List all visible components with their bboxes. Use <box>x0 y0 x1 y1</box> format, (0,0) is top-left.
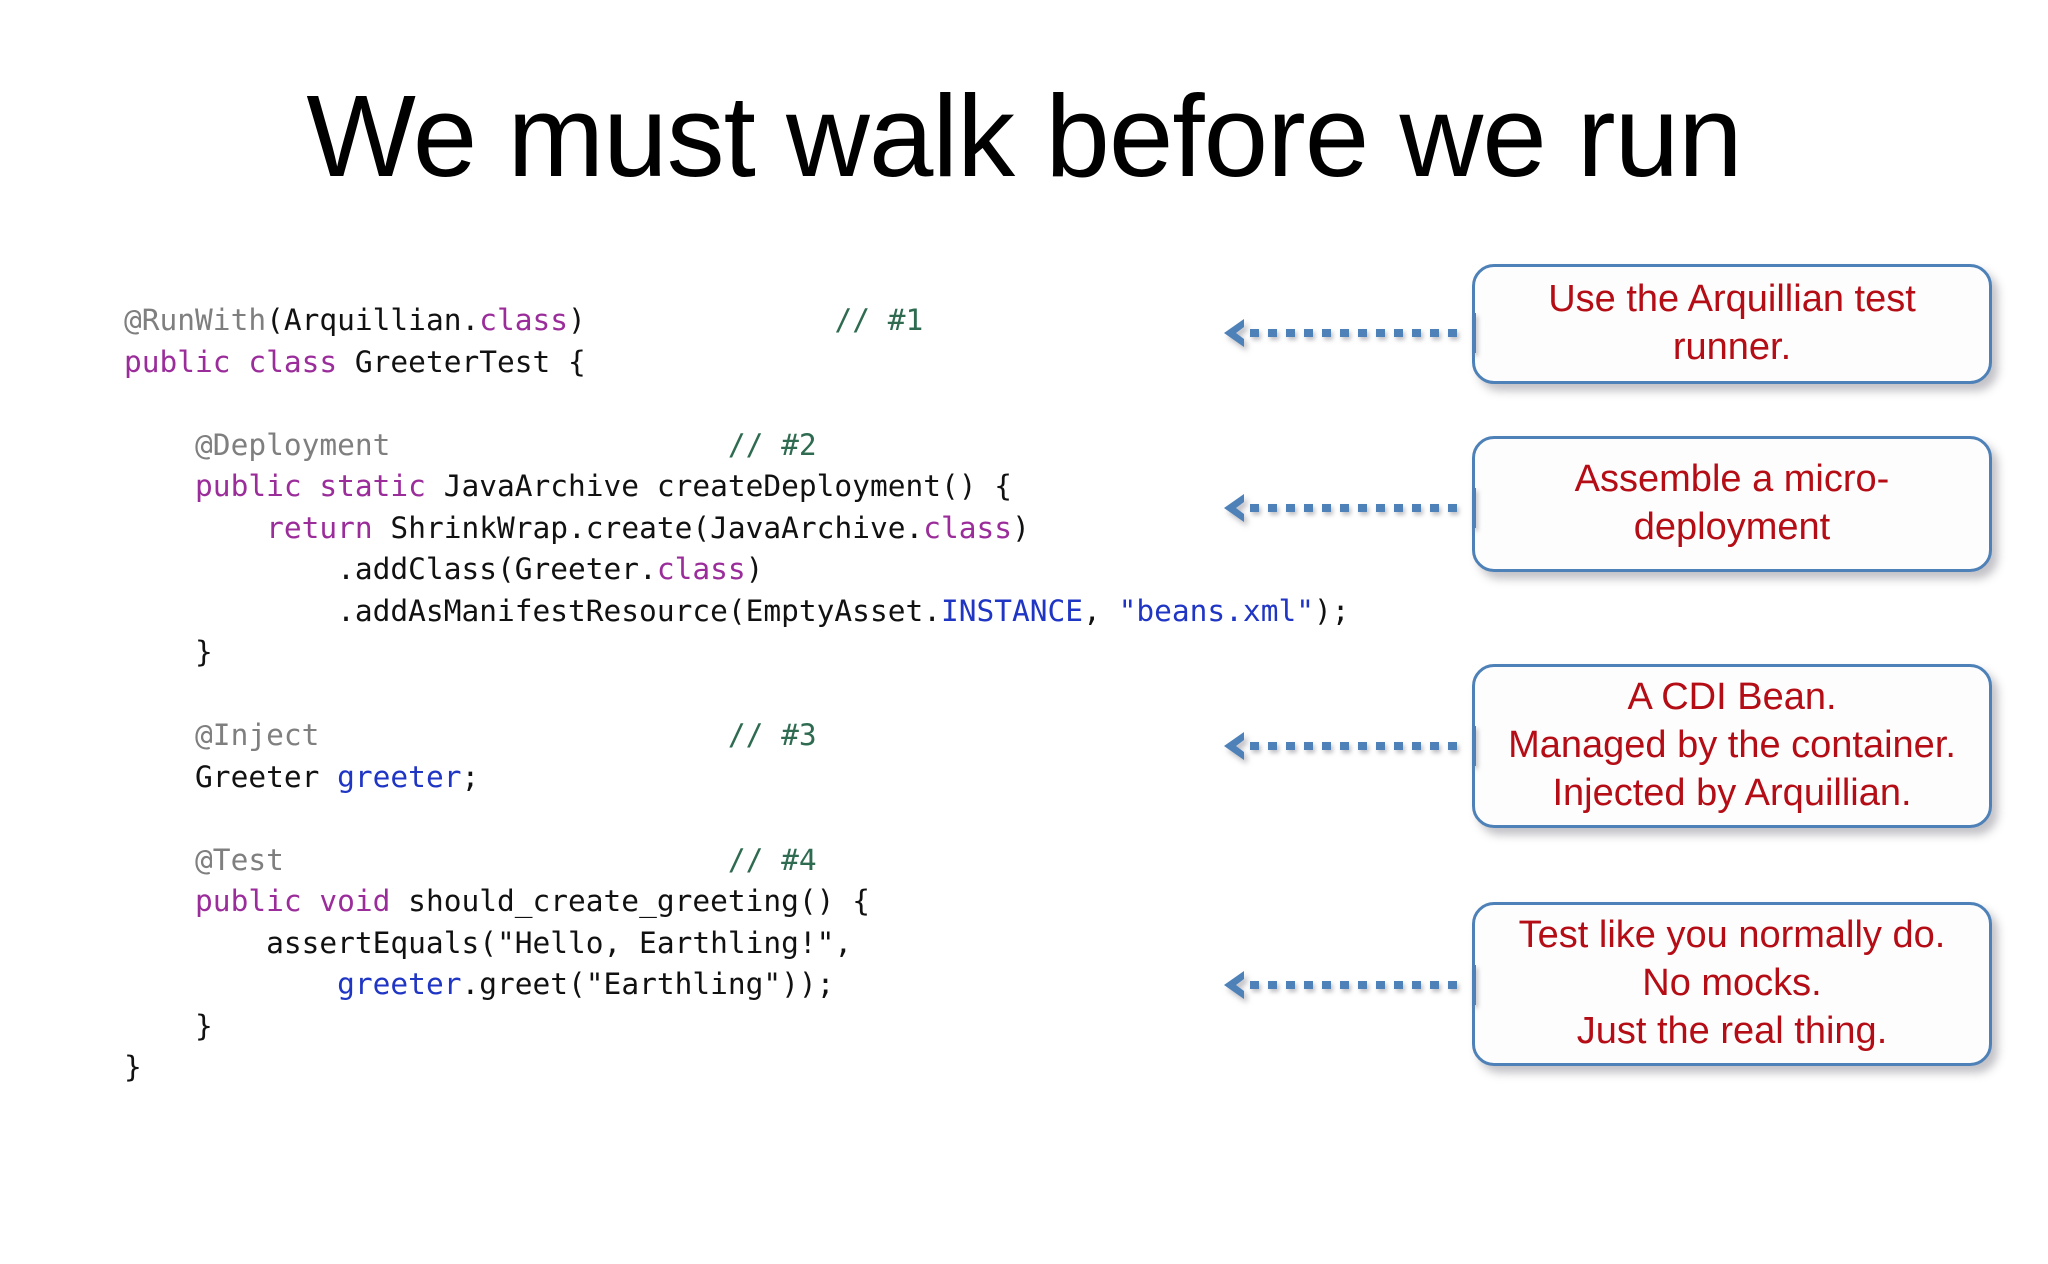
connector-stub <box>1472 488 1476 528</box>
code-line <box>124 674 1350 716</box>
arrow-to-line-1 <box>1222 313 1476 353</box>
code-token-cmt: // #1 <box>834 303 924 337</box>
code-token-plain: JavaArchive createDeployment() { <box>425 469 1013 503</box>
code-token-plain: .addClass(Greeter. <box>124 552 657 586</box>
callout-test-runner: Use the Arquillian test runner. <box>1472 264 1992 384</box>
code-token-plain: (Arquillian. <box>266 303 480 337</box>
arrowhead-left-icon <box>1222 315 1258 351</box>
code-token-plain <box>124 511 266 545</box>
code-line: } <box>124 632 1350 674</box>
code-line: Greeter greeter; <box>124 757 1350 799</box>
code-token-plain <box>124 718 195 752</box>
code-token-plain <box>124 967 337 1001</box>
code-line: return ShrinkWrap.create(JavaArchive.cla… <box>124 508 1350 550</box>
dotted-line <box>1250 981 1466 989</box>
callout-cdi-bean: A CDI Bean.Managed by the container.Inje… <box>1472 664 1992 828</box>
arrow-to-line-5 <box>1222 488 1476 528</box>
code-line <box>124 798 1350 840</box>
dotted-line <box>1250 329 1466 337</box>
code-line: public static JavaArchive createDeployme… <box>124 466 1350 508</box>
connector-stub <box>1472 965 1476 1005</box>
code-token-kw: class <box>923 510 1013 545</box>
code-token-kw: public class <box>124 344 338 379</box>
connector-stub <box>1472 313 1476 353</box>
arrowhead-left-icon <box>1222 967 1258 1003</box>
code-token-plain <box>319 718 728 752</box>
code-line: greeter.greet("Earthling")); <box>124 964 1350 1006</box>
code-line: public class GreeterTest { <box>124 342 1350 384</box>
arrowhead-left-icon <box>1222 728 1258 764</box>
code-token-plain <box>124 843 195 877</box>
arrow-to-line-11 <box>1222 726 1476 766</box>
code-token-plain: , <box>1083 593 1119 628</box>
code-token-plain: Greeter <box>124 759 338 794</box>
code-token-id: INSTANCE <box>940 593 1084 628</box>
code-token-str: "beans.xml" <box>1118 593 1314 628</box>
code-token-plain <box>124 884 195 918</box>
code-line: @Test // #4 <box>124 840 1350 882</box>
code-line: @RunWith(Arquillian.class) // #1 <box>124 300 1350 342</box>
code-token-plain: ) <box>568 303 586 337</box>
arrowhead-left-icon <box>1222 490 1258 526</box>
code-token-plain <box>586 303 835 337</box>
callout-text: A CDI Bean.Managed by the container.Inje… <box>1508 676 1956 814</box>
code-line: .addAsManifestResource(EmptyAsset.INSTAN… <box>124 591 1350 633</box>
code-token-kw: class <box>479 303 569 337</box>
code-token-cmt: // #3 <box>727 718 817 752</box>
code-token-ann: @RunWith <box>124 303 267 337</box>
code-token-plain <box>124 428 195 462</box>
code-line: .addClass(Greeter.class) <box>124 549 1350 591</box>
callout-text: Assemble a micro-deployment <box>1574 458 1890 548</box>
code-line: } <box>124 1006 1350 1048</box>
code-token-plain: } <box>124 1050 142 1084</box>
code-token-id: greeter <box>337 967 462 1001</box>
callout-real-testing: Test like you normally do.No mocks.Just … <box>1472 902 1992 1066</box>
code-token-ann: @Test <box>195 842 284 877</box>
code-token-plain: .addAsManifestResource(EmptyAsset. <box>124 593 941 628</box>
code-token-plain <box>284 843 728 877</box>
dotted-line <box>1250 504 1466 512</box>
code-line: public void should_create_greeting() { <box>124 881 1350 923</box>
code-token-plain: ) <box>745 552 764 586</box>
code-line: @Deployment // #2 <box>124 425 1350 467</box>
dotted-line <box>1250 742 1466 750</box>
code-token-plain: ) <box>1012 510 1030 545</box>
code-token-kw: public void <box>195 884 391 918</box>
code-line: @Inject // #3 <box>124 715 1350 757</box>
code-line: assertEquals("Hello, Earthling!", <box>124 923 1350 965</box>
code-line: } <box>124 1047 1350 1089</box>
code-line <box>124 383 1350 425</box>
code-token-plain: ShrinkWrap.create(JavaArchive. <box>372 510 924 545</box>
code-token-ann: @Deployment <box>195 427 391 462</box>
callout-text: Test like you normally do.No mocks.Just … <box>1518 914 1946 1052</box>
code-token-plain: assertEquals("Hello, Earthling!", <box>124 925 853 960</box>
code-token-plain <box>124 469 195 503</box>
code-token-plain: should_create_greeting() { <box>390 884 870 918</box>
code-token-plain: } <box>124 635 213 669</box>
code-token-plain: ); <box>1313 593 1350 628</box>
connector-stub <box>1472 726 1476 766</box>
code-token-ann: @Inject <box>195 718 320 752</box>
code-token-plain: GreeterTest { <box>337 344 586 379</box>
code-token-kw: public static <box>195 469 426 503</box>
code-token-kw: class <box>656 552 746 586</box>
code-token-id: greeter <box>337 759 462 794</box>
arrow-to-line-17 <box>1222 965 1476 1005</box>
code-token-plain: .greet("Earthling")); <box>461 967 835 1001</box>
code-token-cmt: // #4 <box>727 842 817 877</box>
callout-micro-deployment: Assemble a micro-deployment <box>1472 436 1992 572</box>
code-token-cmt: // #2 <box>727 427 817 462</box>
page-title: We must walk before we run <box>306 71 1742 201</box>
code-token-plain <box>390 428 727 462</box>
code-token-plain: } <box>124 1008 213 1043</box>
code-token-kw: return <box>266 510 373 545</box>
callout-text: Use the Arquillian test runner. <box>1548 278 1916 368</box>
code-token-plain: ; <box>461 759 480 794</box>
